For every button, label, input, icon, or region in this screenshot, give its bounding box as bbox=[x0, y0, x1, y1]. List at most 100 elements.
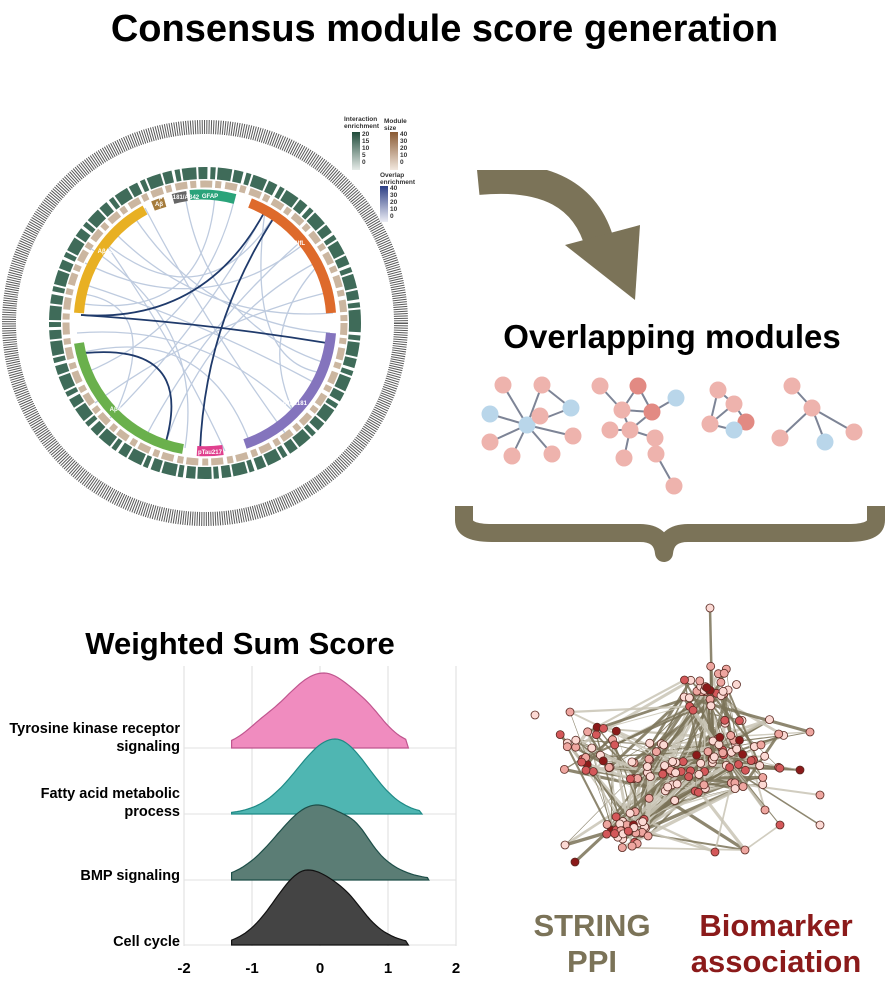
sector-label-ab42: Aβ42 bbox=[98, 249, 113, 255]
ridge-density-3 bbox=[231, 869, 410, 946]
module-size-ring bbox=[62, 180, 348, 466]
module-node bbox=[481, 405, 499, 423]
module-node bbox=[845, 423, 863, 441]
module-node bbox=[494, 376, 512, 394]
ppi-node bbox=[591, 730, 601, 740]
circos-legend: Interaction enrichment 20 15 10 5 0 Modu… bbox=[338, 116, 430, 226]
ppi-node bbox=[643, 762, 652, 772]
x-tick-label: 2 bbox=[451, 960, 461, 977]
module-node bbox=[816, 433, 834, 451]
sector-label-ab40: Aβ40 bbox=[110, 407, 125, 413]
curved-arrow-icon bbox=[477, 170, 640, 300]
ppi-node bbox=[611, 812, 621, 822]
module-node bbox=[562, 399, 580, 417]
ppi-node bbox=[693, 787, 703, 797]
ppi-node bbox=[678, 757, 688, 767]
ppi-node bbox=[611, 726, 621, 736]
ppi-node bbox=[627, 757, 637, 767]
module-node bbox=[591, 377, 609, 395]
module-node bbox=[646, 429, 664, 447]
ppi-node bbox=[587, 743, 597, 753]
ppi-edge bbox=[585, 709, 694, 759]
ppi-node bbox=[758, 773, 768, 782]
ppi-node bbox=[755, 761, 765, 771]
ppi-node bbox=[658, 769, 668, 779]
ppi-node bbox=[562, 742, 572, 752]
overlapping-modules-graphic bbox=[481, 376, 863, 495]
ppi-node bbox=[774, 729, 784, 739]
weighted-sum-title: Weighted Sum Score bbox=[85, 626, 395, 661]
ppi-node bbox=[805, 727, 815, 737]
ppi-node bbox=[734, 716, 744, 726]
ppi-node bbox=[560, 840, 570, 850]
module-node bbox=[503, 447, 521, 465]
ppi-node bbox=[644, 793, 654, 803]
ppi-node bbox=[577, 757, 586, 767]
ppi-node bbox=[688, 705, 698, 715]
ppi-node bbox=[716, 677, 726, 687]
ppi-node bbox=[530, 710, 540, 720]
legend-tick: 20 bbox=[400, 145, 408, 152]
ppi-edge bbox=[725, 764, 821, 826]
ppi-node bbox=[756, 740, 766, 750]
legend-tick: 0 bbox=[400, 159, 404, 166]
ppi-node bbox=[651, 747, 661, 757]
ppi-node bbox=[732, 744, 742, 754]
ppi-node bbox=[617, 843, 627, 853]
ppi-node bbox=[715, 732, 725, 742]
ppi-node bbox=[740, 845, 750, 855]
sector-label-gfap: GFAP bbox=[202, 194, 218, 200]
ppi-node bbox=[706, 701, 716, 711]
ppi-edge bbox=[633, 764, 739, 829]
module-node bbox=[725, 421, 743, 439]
ppi-node bbox=[680, 675, 689, 685]
ppi-node bbox=[565, 707, 575, 717]
module-node bbox=[615, 449, 633, 467]
legend-tick: 20 bbox=[390, 199, 398, 206]
ppi-edge bbox=[683, 695, 811, 734]
legend-tick: 5 bbox=[362, 152, 366, 159]
ppi-edge bbox=[569, 705, 690, 714]
ppi-edge bbox=[643, 818, 716, 854]
ppi-node bbox=[610, 740, 620, 750]
legend-tick: 20 bbox=[362, 131, 370, 138]
strong-links bbox=[80, 210, 328, 452]
ppi-node bbox=[663, 782, 673, 792]
module-node bbox=[771, 429, 789, 447]
ppi-node bbox=[633, 774, 642, 783]
ppi-node bbox=[571, 735, 581, 745]
ppi-node bbox=[720, 715, 730, 725]
ppi-node bbox=[660, 761, 670, 771]
ppi-node bbox=[725, 762, 735, 772]
module-node bbox=[531, 407, 549, 425]
x-tick-label: -2 bbox=[177, 960, 191, 977]
ppi-node bbox=[610, 829, 620, 839]
ppi-node bbox=[730, 784, 740, 794]
ppi-node bbox=[555, 730, 565, 740]
legend-size-bar bbox=[390, 132, 398, 170]
ridge-density-2 bbox=[231, 804, 430, 881]
ppi-node bbox=[746, 756, 756, 766]
ppi-node bbox=[758, 780, 768, 790]
ridge-label-cell-cycle: Cell cycle bbox=[113, 934, 180, 950]
biomarker-association-label: Biomarker association bbox=[690, 908, 862, 979]
ppi-node bbox=[588, 767, 598, 776]
legend-tick: 0 bbox=[390, 213, 394, 220]
legend-tick: 0 bbox=[362, 159, 366, 166]
ppi-node bbox=[671, 768, 681, 778]
module-node bbox=[667, 389, 685, 407]
legend-tick: 30 bbox=[400, 138, 408, 145]
ppi-node bbox=[627, 841, 637, 851]
ppi-node bbox=[672, 779, 682, 789]
ppi-node bbox=[643, 831, 653, 841]
ridge-label-tyrosine: Tyrosine kinase receptor signaling bbox=[9, 721, 180, 755]
module-node bbox=[629, 377, 647, 395]
legend-tick: 30 bbox=[390, 192, 398, 199]
ppi-node bbox=[815, 790, 825, 800]
ppi-node bbox=[702, 683, 712, 692]
ppi-edge bbox=[587, 679, 686, 733]
module-node bbox=[701, 415, 719, 433]
curly-brace-icon bbox=[455, 506, 885, 562]
string-ppi-label: STRING PPI bbox=[533, 908, 651, 979]
ridge-density-0 bbox=[231, 672, 410, 749]
